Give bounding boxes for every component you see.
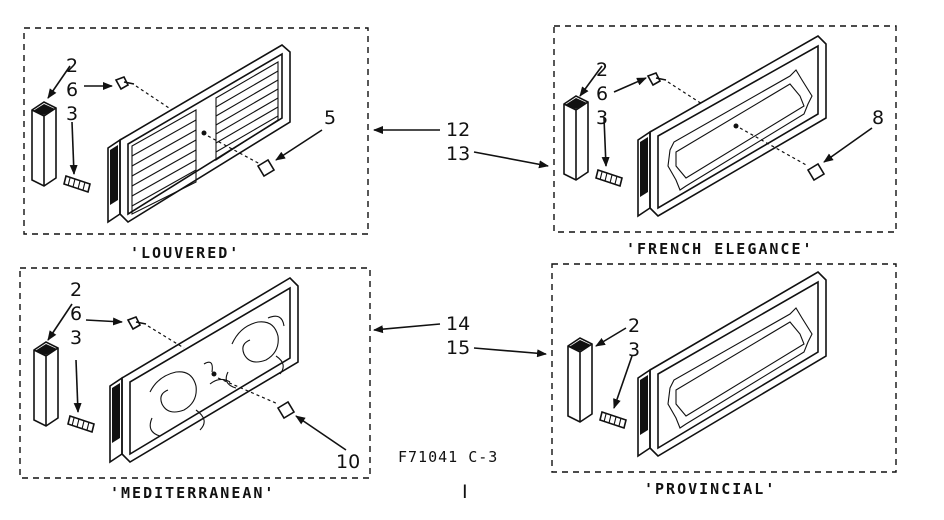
caption-louvered: 'LOUVERED' [130,244,240,262]
caption-mediterranean: 'MEDITERRANEAN' [110,484,275,502]
panel-louvered: 2 6 3 5 'LOUVERED' [23,27,369,262]
provincial-grille [637,270,827,458]
french-elegance-callout-8: 8 [872,107,884,129]
provincial-callout-3: 3 [628,339,640,361]
mediterranean-callout-10: 10 [336,451,360,473]
caption-provincial: 'PROVINCIAL' [644,480,776,498]
mediterranean-end-cap [33,341,59,427]
callout-14: 14 [446,313,470,335]
louvered-grille [107,44,291,224]
mediterranean-grille [109,276,299,464]
mediterranean-knob [217,377,296,420]
panel-provincial: 2 3 'PROVINCIAL' [551,263,897,498]
callout-13: 13 [446,143,470,165]
french-elegance-screw [595,168,623,188]
french-elegance-callout-2: 2 [596,59,608,81]
mediterranean-callout-2: 2 [70,279,82,301]
panel-french-elegance: 2 6 3 8 'FRENCH ELEGANCE' [553,25,897,258]
callout-12: 12 [446,119,470,141]
panel-french-elegance-frame [553,25,897,233]
french-elegance-pin [646,71,667,87]
mediterranean-callout-3: 3 [70,327,82,349]
mediterranean-callout-6: 6 [70,303,82,325]
french-elegance-callout-3: 3 [596,107,608,129]
provincial-end-cap [567,337,593,423]
french-elegance-callout-6: 6 [596,83,608,105]
callout-15: 15 [446,337,470,359]
louvered-pin [114,75,135,91]
caption-french-elegance: 'FRENCH ELEGANCE' [626,240,814,258]
louvered-screw [63,174,91,194]
louvered-knob [207,135,276,178]
louvered-callout-2: 2 [66,55,78,77]
mediterranean-screw [67,414,95,434]
provincial-screw [599,410,627,430]
french-elegance-grille [637,35,827,218]
french-elegance-knob [739,127,826,182]
louvered-callout-3: 3 [66,103,78,125]
provincial-callout-2: 2 [628,315,640,337]
mediterranean-pin [126,315,147,331]
center-callouts: 12 13 14 15 [373,119,549,359]
louvered-end-cap [31,101,57,187]
panel-mediterranean-frame [19,267,371,479]
bottom-mark: I [462,481,468,503]
french-elegance-end-cap [563,95,589,181]
louvered-callout-5: 5 [324,107,336,129]
louvered-callout-6: 6 [66,79,78,101]
panel-mediterranean: 2 6 3 10 'MEDITERRANEAN' [19,267,371,502]
figure-code: F71041 C-3 [398,448,498,466]
